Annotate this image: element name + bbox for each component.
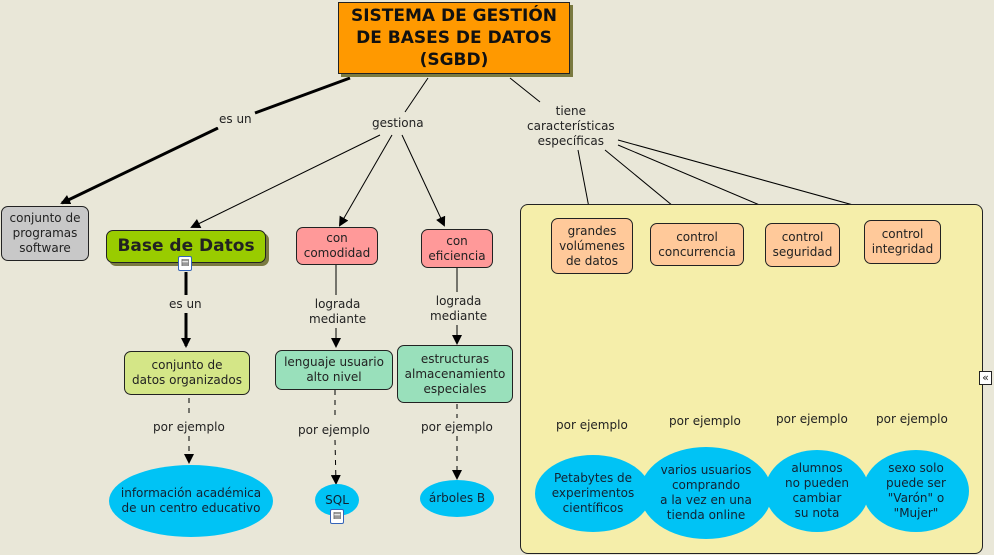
link-label-es-un: es un	[167, 297, 204, 312]
concept-conjunto-datos[interactable]: conjunto de datos organizados	[124, 351, 250, 395]
concept-control-seguridad[interactable]: control seguridad	[765, 223, 840, 267]
concept-control-integridad[interactable]: control integridad	[864, 220, 941, 264]
concept-grandes-volumenes[interactable]: grandes volúmenes de datos	[551, 218, 633, 274]
link-label-lograda-mediante: lograda mediante	[307, 297, 369, 327]
document-icon[interactable]: ▤	[178, 256, 192, 271]
example-varios-usuarios[interactable]: varios usuarios comprando a la vez en un…	[640, 447, 772, 539]
link-label-lograda-mediante: lograda mediante	[428, 294, 490, 324]
link-label-por-ejemplo: por ejemplo	[667, 414, 743, 429]
concept-con-comodidad[interactable]: con comodidad	[296, 227, 378, 265]
link-label-por-ejemplo: por ejemplo	[554, 418, 630, 433]
link-label-por-ejemplo: por ejemplo	[296, 423, 372, 438]
example-sexo[interactable]: sexo solo puede ser "Varón" o "Mujer"	[863, 450, 969, 532]
link-label-por-ejemplo: por ejemplo	[151, 420, 227, 435]
document-icon[interactable]: ▤	[330, 509, 344, 524]
concept-estructuras[interactable]: estructuras almacenamiento especiales	[397, 345, 513, 403]
example-alumnos[interactable]: alumnos no pueden cambiar su nota	[765, 450, 869, 532]
concept-conjunto-programas[interactable]: conjunto de programas software	[1, 206, 89, 261]
link-label-por-ejemplo: por ejemplo	[874, 412, 950, 427]
root-concept-sgbd[interactable]: SISTEMA DE GESTIÓN DE BASES DE DATOS (SG…	[338, 2, 570, 74]
concept-lenguaje-usuario[interactable]: lenguaje usuario alto nivel	[275, 350, 393, 390]
collapse-panel-icon[interactable]: «	[979, 371, 992, 385]
link-label-gestiona: gestiona	[370, 116, 426, 131]
link-label-por-ejemplo: por ejemplo	[774, 412, 850, 427]
example-petabytes[interactable]: Petabytes de experimentos científicos	[535, 455, 651, 532]
link-label-por-ejemplo: por ejemplo	[419, 420, 495, 435]
concept-control-concurrencia[interactable]: control concurrencia	[650, 223, 744, 266]
link-label-es-un: es un	[217, 112, 254, 127]
concept-con-eficiencia[interactable]: con eficiencia	[421, 229, 493, 268]
link-label-tiene-caracteristicas: tiene características específicas	[525, 104, 617, 149]
example-arboles-b[interactable]: árboles B	[420, 480, 494, 517]
example-info-academica[interactable]: información académica de un centro educa…	[109, 465, 273, 537]
